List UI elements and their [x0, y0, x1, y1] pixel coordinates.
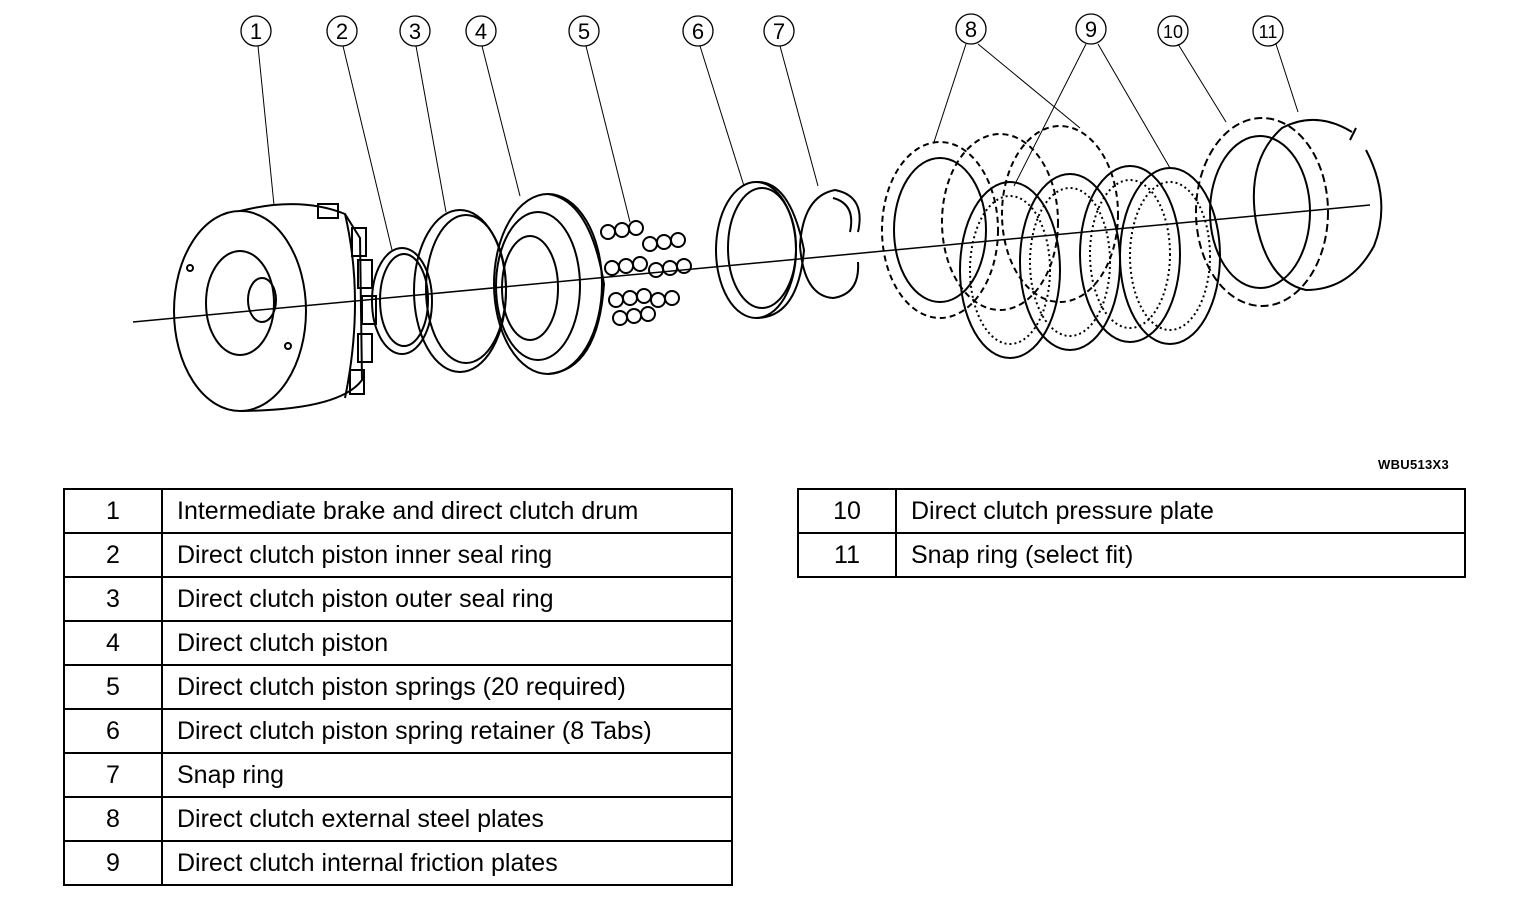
legend-number: 4	[63, 620, 163, 666]
assembly-axis	[132, 204, 1371, 323]
legend-description: Snap ring	[161, 752, 733, 798]
figure-code: WBU513X3	[1378, 457, 1450, 472]
callout-6: 6	[692, 19, 704, 44]
callout-10: 10	[1163, 22, 1183, 42]
legend-description: Direct clutch piston springs (20 require…	[161, 664, 733, 710]
part-10-pressure-plate	[1195, 117, 1329, 307]
part-5-springs	[600, 220, 692, 326]
legend-number: 6	[63, 708, 163, 754]
legend-number: 10	[797, 488, 897, 534]
leader-lines	[257, 43, 1299, 251]
legend-description: Direct clutch pressure plate	[895, 488, 1466, 534]
part-4-piston	[493, 193, 606, 375]
legend-description: Direct clutch external steel plates	[161, 796, 733, 842]
legend-number: 1	[63, 488, 163, 534]
callout-3: 3	[409, 19, 421, 44]
part-1-drum	[173, 203, 377, 412]
callout-8: 8	[965, 17, 977, 42]
part-3-outer-seal-ring	[413, 209, 507, 373]
legend-number: 2	[63, 532, 163, 578]
legend-description: Direct clutch piston inner seal ring	[161, 532, 733, 578]
legend-description: Intermediate brake and direct clutch dru…	[161, 488, 733, 534]
legend-description: Snap ring (select fit)	[895, 532, 1466, 578]
legend-number: 8	[63, 796, 163, 842]
callout-circles	[240, 13, 1284, 47]
callout-5: 5	[578, 19, 590, 44]
callout-9: 9	[1085, 17, 1097, 42]
part-11-select-fit-snap-ring	[1252, 118, 1383, 292]
legend-number: 5	[63, 664, 163, 710]
legend-number: 9	[63, 840, 163, 886]
legend-description: Direct clutch internal friction plates	[161, 840, 733, 886]
legend-number: 3	[63, 576, 163, 622]
part-7-snap-ring	[798, 188, 861, 300]
exploded-view-diagram: 1 2 3 4 5 6 7 8 9 10 11	[132, 13, 1383, 412]
legend-description: Direct clutch piston outer seal ring	[161, 576, 733, 622]
callout-4: 4	[475, 19, 487, 44]
part-2-inner-seal-ring	[371, 247, 433, 355]
legend-description: Direct clutch piston	[161, 620, 733, 666]
legend-number: 11	[797, 532, 897, 578]
legend-number: 7	[63, 752, 163, 798]
legend-description: Direct clutch piston spring retainer (8 …	[161, 708, 733, 754]
callout-1: 1	[250, 19, 262, 44]
callout-7: 7	[773, 19, 785, 44]
callout-2: 2	[336, 19, 348, 44]
part-8-9-plate-stack	[881, 125, 1221, 359]
part-6-spring-retainer	[715, 180, 806, 319]
callout-11: 11	[1259, 22, 1278, 42]
